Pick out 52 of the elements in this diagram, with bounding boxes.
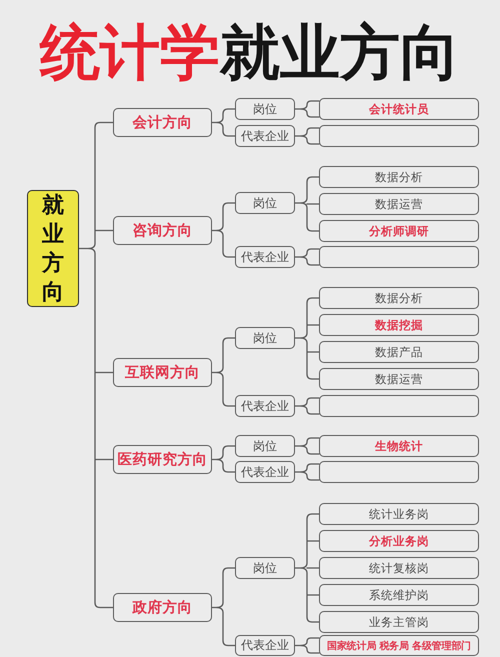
item-box: 业务主管岗 (319, 611, 479, 633)
brace-connector (294, 297, 320, 380)
brace-connector (294, 248, 320, 266)
item-box: 会计统计员 (319, 98, 479, 120)
branch-box: 代表企业 (235, 395, 295, 417)
brace-connector (78, 122, 114, 608)
branch-box: 岗位 (235, 192, 295, 214)
brace-connector (211, 567, 236, 646)
item-box: 分析业务岗 (319, 530, 479, 552)
category-box: 会计方向 (113, 108, 212, 137)
branch-box: 岗位 (235, 327, 295, 349)
title: 统计学就业方向 (40, 20, 460, 86)
blank-box (319, 395, 479, 417)
branch-box: 岗位 (235, 557, 295, 579)
item-box: 国家统计局 税务局 各级管理部门 (319, 635, 479, 656)
brace-connector (294, 127, 320, 145)
item-box: 数据运营 (319, 368, 479, 390)
branch-box: 岗位 (235, 98, 295, 120)
brace-connector (294, 637, 320, 654)
branch-box: 岗位 (235, 435, 295, 457)
brace-connector (211, 445, 236, 473)
brace-connector (294, 100, 320, 118)
item-box: 数据运营 (319, 193, 479, 215)
item-box: 统计业务岗 (319, 503, 479, 525)
item-box: 数据产品 (319, 341, 479, 363)
category-box: 咨询方向 (113, 216, 212, 245)
branch-box: 代表企业 (235, 635, 295, 656)
branch-box: 代表企业 (235, 125, 295, 147)
brace-connector (211, 202, 236, 258)
item-box: 统计复核岗 (319, 557, 479, 579)
item-box: 数据分析 (319, 166, 479, 188)
item-box: 数据分析 (319, 287, 479, 309)
branch-box: 代表企业 (235, 461, 295, 483)
brace-connector (294, 513, 320, 623)
blank-box (319, 125, 479, 147)
brace-connector (294, 176, 320, 232)
item-box: 系统维护岗 (319, 584, 479, 606)
item-box: 分析师调研 (319, 220, 479, 242)
brace-connector (211, 337, 236, 407)
blank-box (319, 246, 479, 268)
blank-box (319, 461, 479, 483)
branch-box: 代表企业 (235, 246, 295, 268)
brace-connector (294, 437, 320, 455)
category-box: 医药研究方向 (113, 445, 212, 474)
category-box: 互联网方向 (113, 358, 212, 387)
brace-connector (294, 397, 320, 415)
category-box: 政府方向 (113, 593, 212, 622)
item-box: 数据挖掘 (319, 314, 479, 336)
topic-box: 就业方向 (27, 190, 79, 307)
brace-connector (211, 108, 236, 137)
item-box: 生物统计 (319, 435, 479, 457)
brace-connector (294, 463, 320, 481)
